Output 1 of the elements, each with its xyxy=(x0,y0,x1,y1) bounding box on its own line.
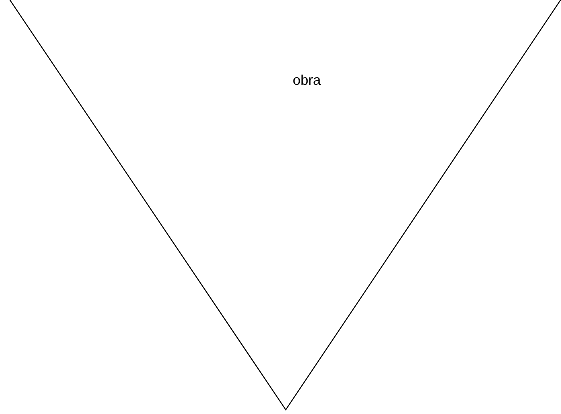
label: obra xyxy=(294,74,322,86)
